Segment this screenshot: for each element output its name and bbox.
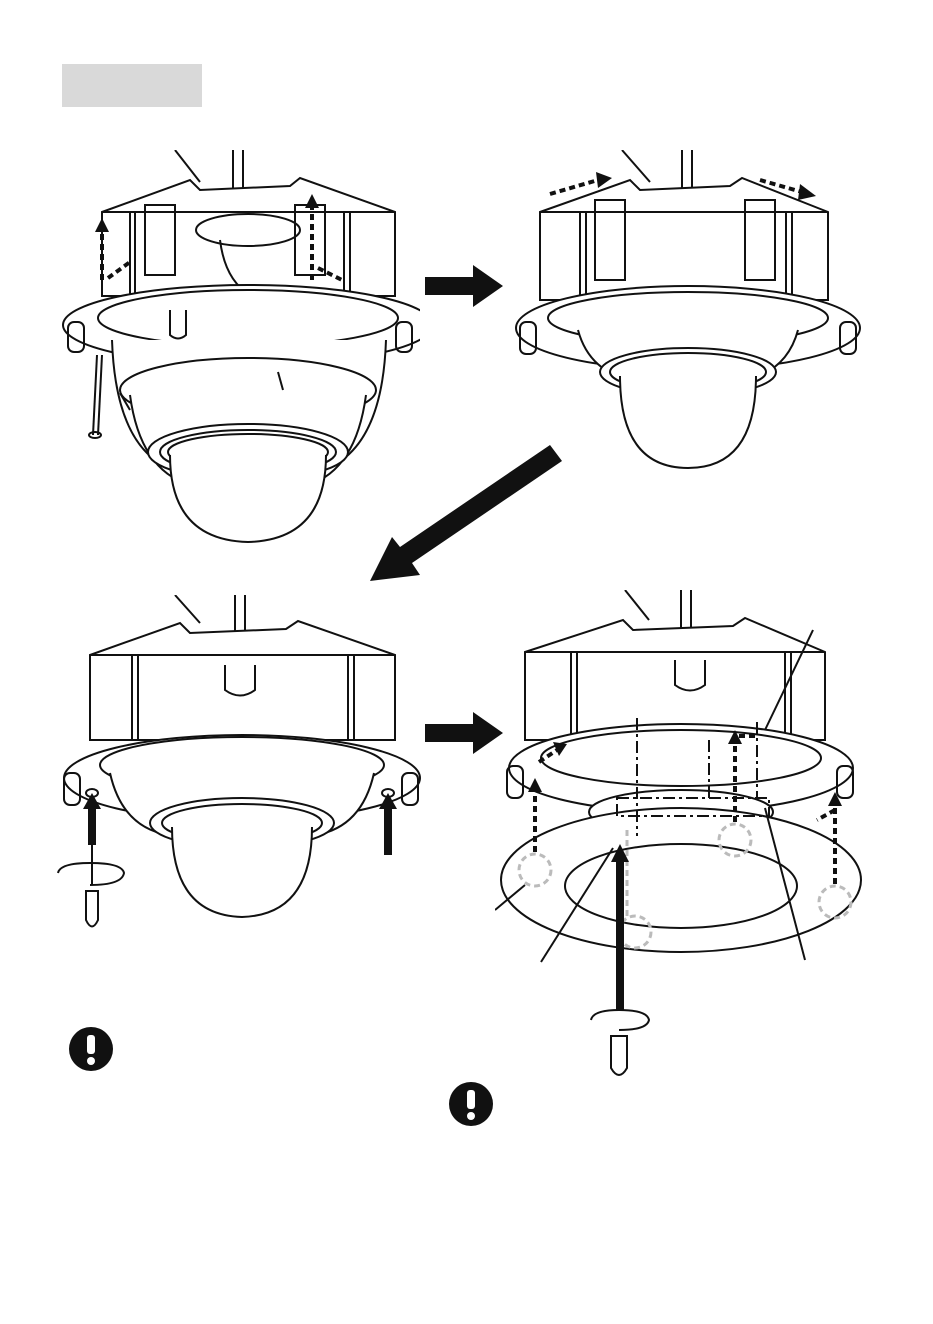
step-4-illustration bbox=[495, 590, 875, 1090]
right-arrow-icon bbox=[425, 265, 505, 307]
exclamation-mark-icon bbox=[448, 1081, 494, 1127]
exclamation-mark-icon bbox=[68, 1026, 114, 1072]
step-2-illustration bbox=[510, 150, 880, 480]
step-3-illustration bbox=[50, 595, 430, 940]
step-1-illustration bbox=[50, 150, 420, 550]
section-tab bbox=[62, 64, 202, 107]
diagonal-down-left-arrow-icon bbox=[368, 445, 563, 585]
right-arrow-icon bbox=[425, 712, 505, 754]
